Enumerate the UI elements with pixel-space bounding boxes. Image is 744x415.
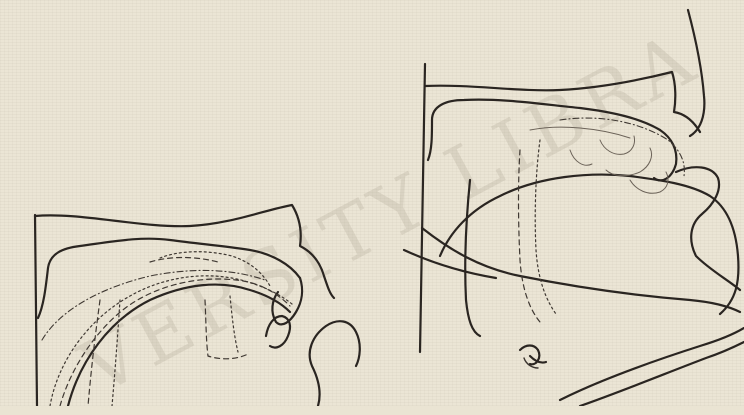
left-lower-lip (310, 321, 360, 406)
left-tongue-dotted-1 (50, 276, 292, 406)
left-inner-contour (205, 300, 248, 359)
right-palate-lower (428, 100, 660, 160)
right-tongue-dotted-1 (535, 140, 556, 314)
figure-page: VERSITY LIBRA (0, 0, 744, 406)
right-upper-incisor (654, 130, 676, 180)
left-tongue-dotted-2 (160, 252, 270, 286)
right-bottom-curve-2 (580, 342, 744, 406)
right-palate-outline (425, 72, 700, 132)
left-tongue-dashed-1 (60, 279, 290, 406)
right-vertical-line (420, 64, 425, 352)
right-tongue-faint-1 (530, 127, 630, 138)
right-upper-lip (688, 10, 704, 136)
right-diagram (404, 10, 744, 406)
left-lower-incisor (266, 316, 290, 348)
left-vertical-line (35, 215, 37, 406)
right-tongue-dashdot-1 (560, 118, 684, 176)
right-tongue-outline (440, 175, 738, 314)
right-teeth-sketch-4 (570, 150, 592, 165)
right-teeth-sketch-3 (630, 172, 668, 193)
left-palate-outline (35, 205, 334, 298)
left-inner-dotted (230, 296, 238, 352)
left-tongue-outline (68, 285, 290, 406)
right-teeth-sketch-1 (600, 136, 635, 154)
left-tongue-dashdot-1 (42, 270, 265, 340)
diagram-canvas (0, 0, 744, 406)
right-hyoid-mark (520, 346, 546, 365)
left-pharynx-dashed-1 (88, 300, 100, 406)
right-bottom-curve-1 (560, 328, 744, 400)
left-diagram (35, 205, 360, 406)
